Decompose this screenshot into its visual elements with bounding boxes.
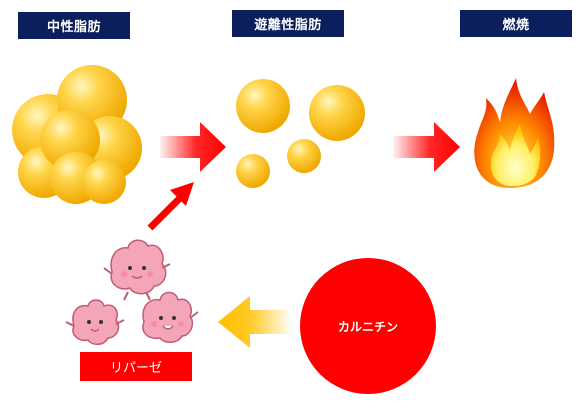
flame-icon xyxy=(474,78,555,188)
neutral-fat-label: 中性脂肪 xyxy=(18,12,130,39)
free-fat-droplets-icon xyxy=(236,79,365,188)
arrow-free-to-burn xyxy=(393,122,460,172)
arrow-carnitine-to-lipase xyxy=(218,296,290,348)
fat-droplet-cluster-icon xyxy=(12,65,142,204)
carnitine-label: カルニチン xyxy=(337,319,398,334)
carnitine-circle xyxy=(300,258,436,394)
free-fat-label: 遊離性脂肪 xyxy=(232,10,344,37)
arrow-lipase-to-free xyxy=(147,182,194,231)
lipase-label: リパーゼ xyxy=(80,352,192,381)
combustion-label: 燃焼 xyxy=(460,10,572,37)
lipase-enzyme-character-icon xyxy=(65,239,199,345)
arrow-neutral-to-free xyxy=(160,122,226,172)
